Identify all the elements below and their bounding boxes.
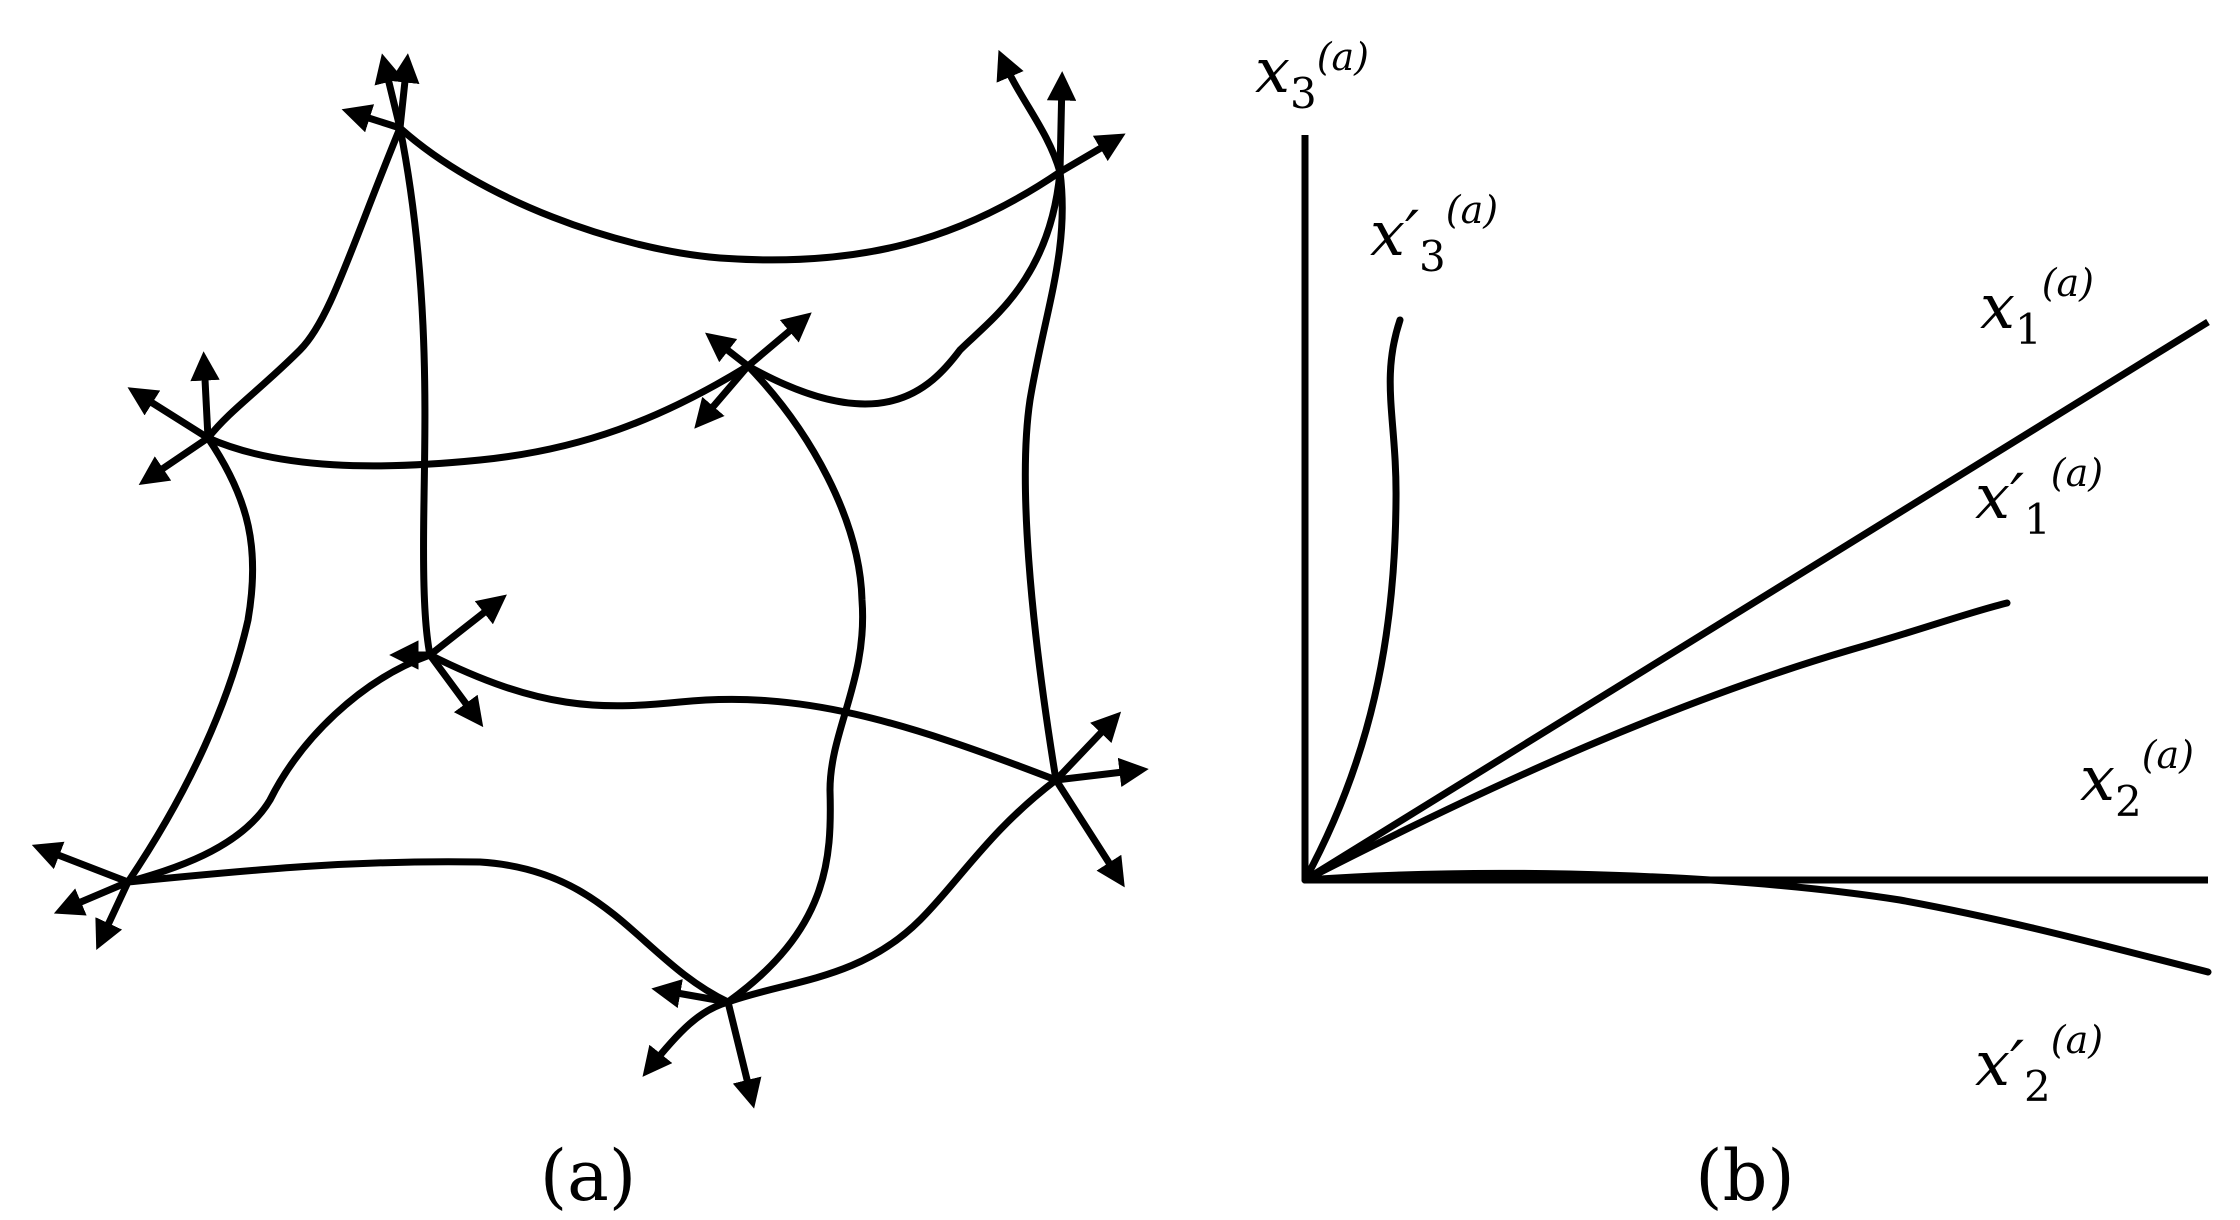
lattice-edge [744, 168, 1064, 408]
arrow [1046, 71, 1077, 176]
arrow [1056, 133, 1126, 176]
lattice-edge [204, 362, 752, 470]
arrow [1052, 757, 1149, 788]
arrow [341, 104, 404, 133]
curve-x1-prime [1301, 599, 2011, 884]
arrow [426, 651, 484, 728]
lattice-edge [124, 858, 732, 1006]
arrow [642, 998, 732, 1077]
lattice-edge [724, 362, 867, 1006]
lattice-edge [396, 124, 1064, 264]
axes-diagram [1301, 135, 2212, 976]
arrow [996, 49, 1064, 176]
lattice-edge [124, 434, 257, 886]
axis-x1 [1303, 319, 2210, 883]
lattice-edge [724, 776, 1060, 1006]
arrow [127, 387, 212, 442]
lattice-edge [1021, 168, 1066, 784]
panel-a-caption: (a) [540, 1135, 636, 1217]
label-x1: x1(a) [1980, 261, 2094, 354]
arrow [190, 351, 220, 442]
lattice-edge [426, 651, 1060, 784]
arrow [1052, 776, 1125, 888]
arrow [53, 878, 132, 916]
arrow [31, 841, 132, 886]
arrow [95, 878, 132, 950]
deformed-lattice [124, 124, 1066, 1006]
label-x2: x2(a) [2080, 733, 2194, 826]
lattice-edge [204, 124, 404, 442]
panel-b-caption: (b) [1695, 1135, 1794, 1217]
arrow [651, 979, 732, 1009]
arrow [374, 53, 404, 132]
arrow [138, 434, 212, 485]
arrow [1052, 711, 1122, 784]
curve-x2-prime [1301, 869, 2212, 976]
arrow [390, 53, 420, 132]
node-arrows [31, 49, 1149, 1109]
arrow [705, 332, 752, 370]
label-x1-prime: x′1(a) [1975, 451, 2103, 544]
lattice-edge [396, 124, 434, 659]
curve-x3-prime [1301, 316, 1404, 884]
label-x3: x3(a) [1255, 34, 1369, 118]
arrow [724, 998, 762, 1109]
label-x3-prime: x′3(a) [1370, 188, 1498, 281]
arrow [744, 312, 812, 370]
arrow [426, 594, 507, 659]
arrow [694, 362, 752, 429]
label-x2-prime: x′2(a) [1975, 1018, 2103, 1111]
lattice-edge [124, 651, 434, 886]
